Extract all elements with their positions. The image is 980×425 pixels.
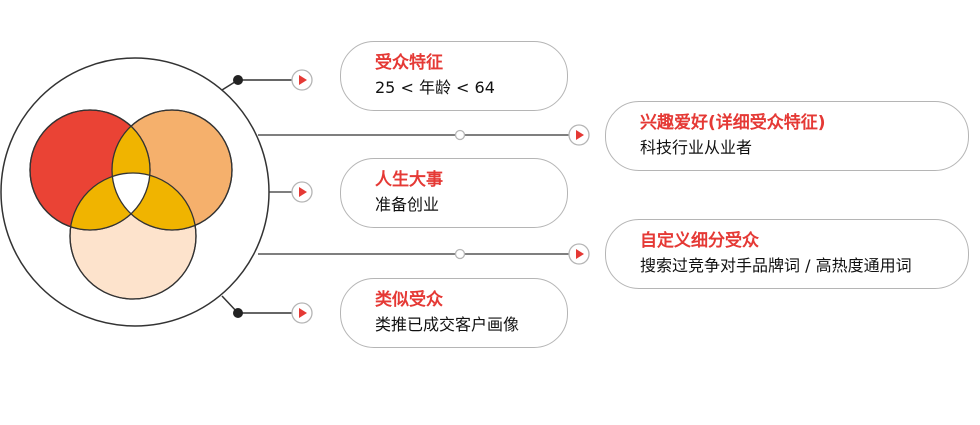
card-similar-audience: 类似受众 类推已成交客户画像 xyxy=(340,278,568,348)
card-desc: 准备创业 xyxy=(375,195,440,214)
venn-outline-peach xyxy=(69,172,197,300)
card-desc: 搜索过竞争对手品牌词 / 高热度通用词 xyxy=(640,256,912,275)
overlap-red-peach xyxy=(70,173,150,230)
venn-outline-red xyxy=(29,109,151,231)
connector-dot-4 xyxy=(454,248,466,260)
card-life-events: 人生大事 准备创业 xyxy=(340,158,568,228)
card-interests: 兴趣爱好(详细受众特征) 科技行业从业者 xyxy=(605,101,969,171)
card-audience-traits: 受众特征 25 < 年龄 < 64 xyxy=(340,41,568,111)
card-desc: 25 < 年龄 < 64 xyxy=(375,78,495,97)
card-title: 受众特征 xyxy=(375,53,443,73)
card-desc: 科技行业从业者 xyxy=(640,138,753,157)
card-desc: 类推已成交客户画像 xyxy=(375,315,520,334)
connector-dot-5 xyxy=(233,308,243,318)
card-custom-segments: 自定义细分受众 搜索过竞争对手品牌词 / 高热度通用词 xyxy=(605,219,969,289)
overlap-orange-peach xyxy=(112,173,196,230)
card-title: 类似受众 xyxy=(375,290,443,310)
card-title: 兴趣爱好(详细受众特征) xyxy=(640,113,826,133)
connector-dot-1 xyxy=(233,75,243,85)
venn-outline-orange xyxy=(111,109,233,231)
connector-dot-2 xyxy=(454,129,466,141)
card-title: 人生大事 xyxy=(375,170,443,190)
card-title: 自定义细分受众 xyxy=(640,231,759,251)
